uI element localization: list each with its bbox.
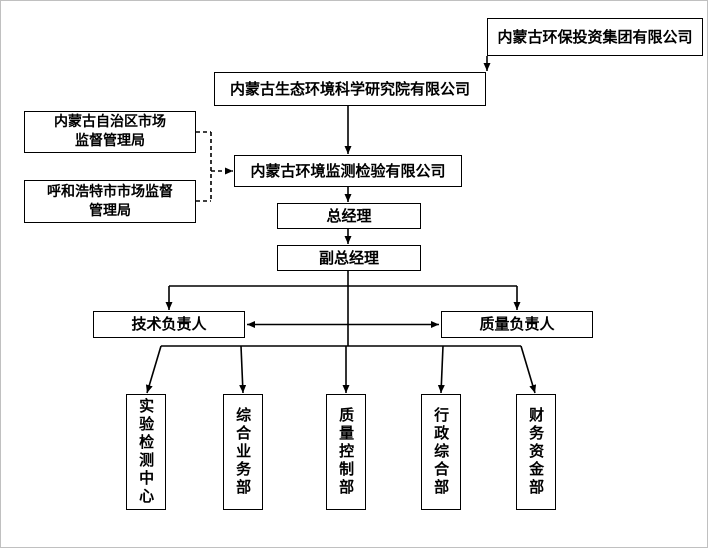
- connector-to-dept-5: [520, 345, 537, 394]
- connector-to-dept-1: [145, 345, 162, 394]
- node-hohhot-market-bureau: 呼和浩特市市场监督 管理局: [24, 180, 196, 223]
- node-dept-lab-testing-center: 实验检测中心: [126, 394, 166, 510]
- node-dept-finance: 财务资金部: [516, 394, 556, 510]
- node-technical-lead: 技术负责人: [93, 311, 245, 338]
- node-research-institute: 内蒙古生态环境科学研究院有限公司: [214, 72, 486, 106]
- node-general-manager: 总经理: [277, 203, 421, 229]
- node-dept-administration: 行政综合部: [421, 394, 461, 510]
- node-parent-group: 内蒙古环保投资集团有限公司: [487, 18, 703, 56]
- node-deputy-general-manager: 副总经理: [277, 245, 421, 271]
- node-region-market-bureau: 内蒙古自治区市场 监督管理局: [24, 111, 196, 153]
- node-quality-lead: 质量负责人: [441, 311, 593, 338]
- connector-to-dept-2: [239, 345, 247, 394]
- node-dept-quality-control: 质量控制部: [326, 394, 366, 510]
- node-company: 内蒙古环境监测检验有限公司: [234, 155, 462, 187]
- connector-to-dept-4: [437, 345, 445, 394]
- node-dept-comprehensive-business: 综合业务部: [223, 394, 263, 510]
